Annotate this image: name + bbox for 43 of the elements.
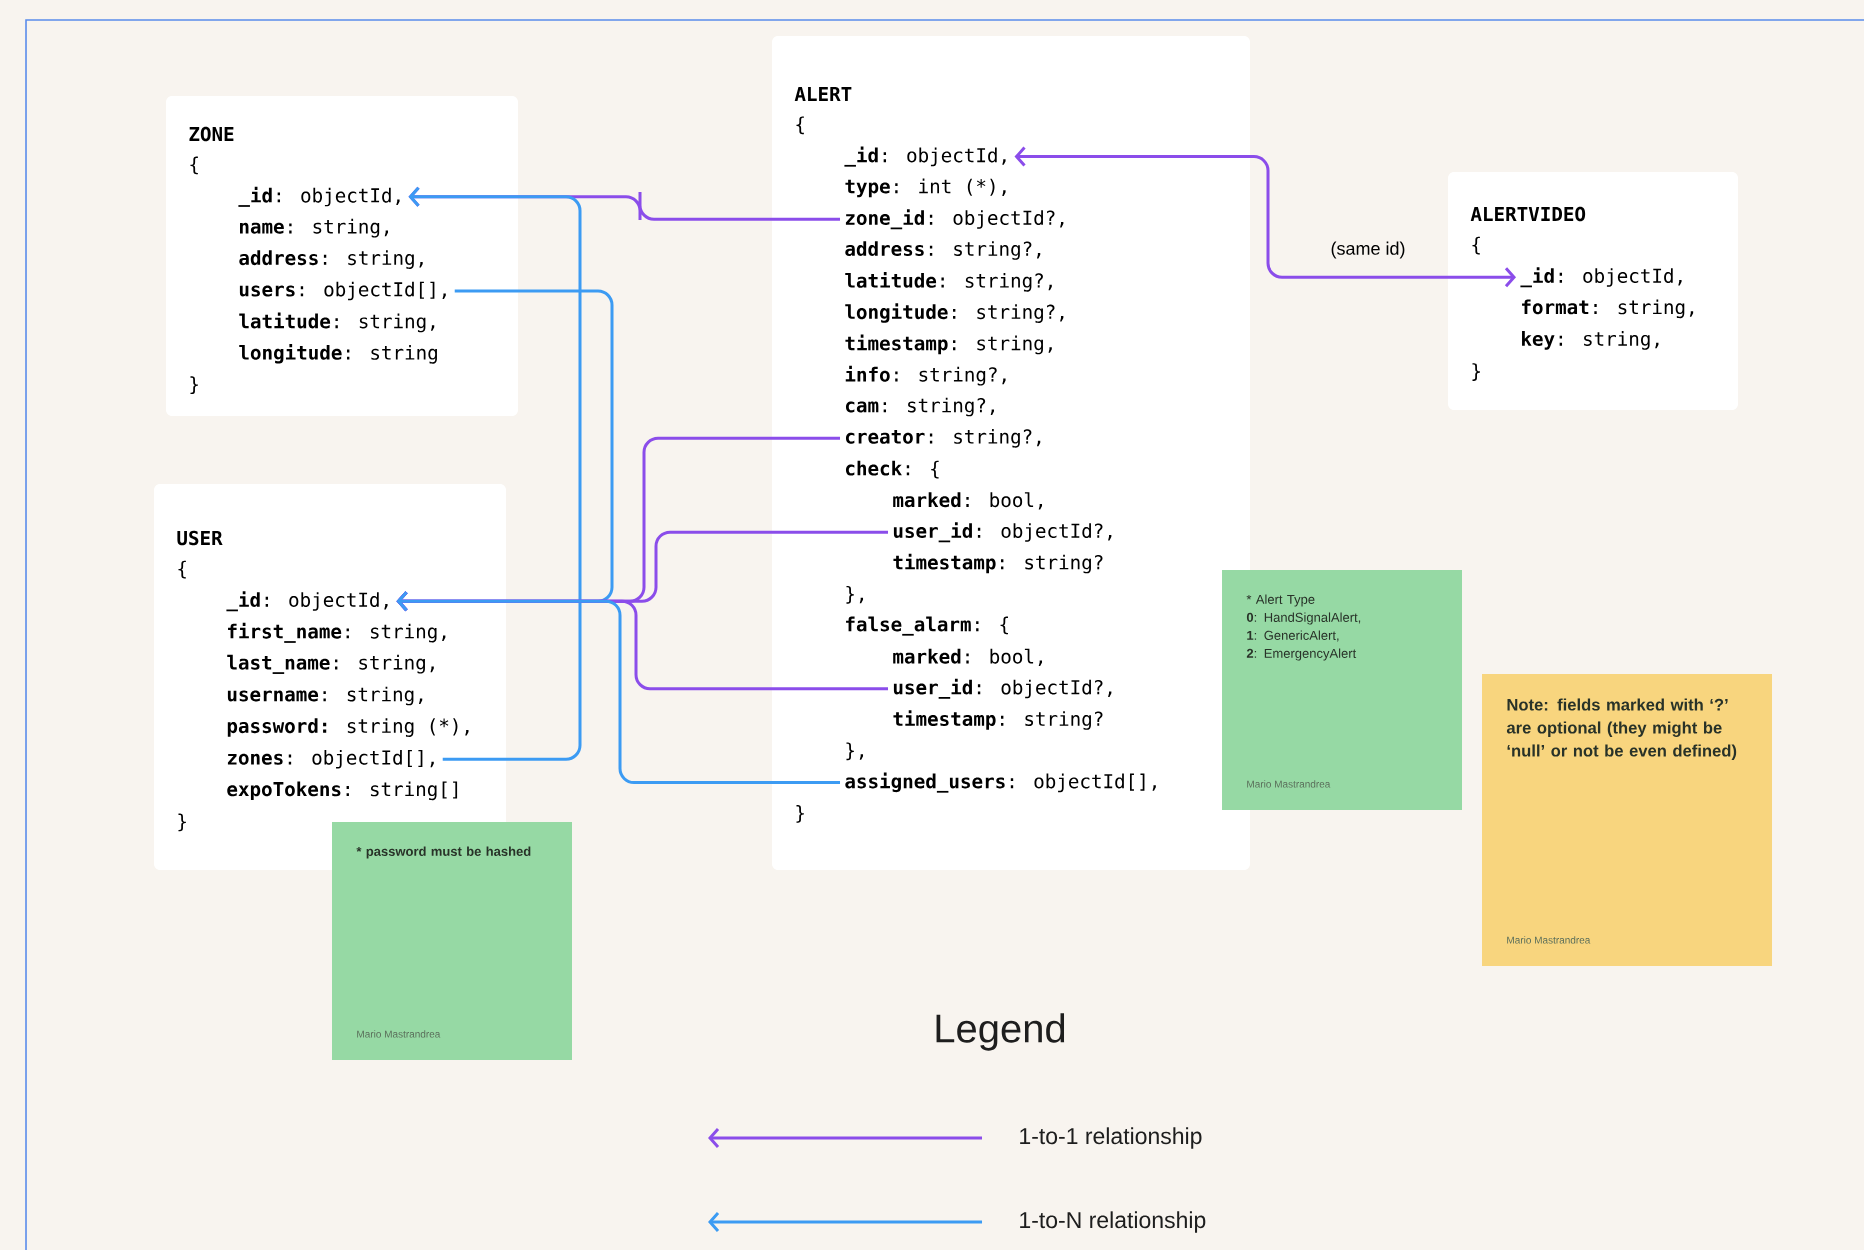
legend-label: 1-to-1 relationship: [1020, 1127, 1202, 1149]
field-row: first_name: string,: [228, 622, 446, 643]
field-row: last_name: string,: [227, 654, 434, 674]
field-row: _id: objectId,: [238, 186, 400, 207]
field-row: _id: objectId,: [844, 146, 1006, 167]
arrow: [396, 591, 840, 785]
field-row: key: string,: [1522, 331, 1659, 350]
field-row: name: string,: [240, 218, 388, 238]
field-row: },: [846, 742, 864, 761]
field-row: password: string (*),: [227, 718, 469, 737]
field-row: marked: bool,: [893, 648, 1042, 667]
legend-label: 1-to-N relationship: [1020, 1211, 1206, 1233]
arrow: [1014, 146, 1516, 288]
field-row: timestamp: string?: [893, 553, 1103, 574]
field-row: expoTokens: string[]: [227, 781, 458, 801]
field-row: user_id: objectId?,: [893, 678, 1112, 699]
arrow: [408, 186, 582, 761]
field-row: marked: bool,: [893, 492, 1042, 510]
field-row: longitude: string?,: [845, 303, 1064, 323]
field-row: longitude: string: [239, 343, 437, 364]
field-row: type: int (*),: [845, 178, 1006, 198]
field-row: assigned_users: objectId[],: [845, 772, 1156, 793]
field-row: timestamp: string,: [845, 334, 1052, 355]
field-row: latitude: string,: [239, 312, 435, 333]
legend-title: Legend: [936, 1013, 1065, 1051]
field-row: false_alarm: {: [846, 616, 1008, 636]
field-row: check: {: [846, 460, 939, 479]
field-row: },: [846, 585, 864, 604]
field-row: creator: string?,: [846, 428, 1041, 448]
field-row: zone_id: objectId?,: [845, 209, 1064, 230]
field-row: zones: objectId[],: [227, 749, 434, 769]
field-row: _id: objectId,: [226, 591, 388, 612]
field-row: latitude: string?,: [845, 271, 1052, 292]
field-row: users: objectId[],: [239, 281, 446, 301]
field-row: username: string,: [227, 686, 423, 706]
field-row: user_id: objectId?,: [893, 522, 1112, 543]
field-row: cam: string?,: [846, 397, 994, 417]
field-row: timestamp: string?: [893, 710, 1103, 730]
field-row: address: string,: [239, 250, 423, 269]
field-row: format: string,: [1522, 299, 1694, 319]
field-row: info: string?,: [845, 365, 1006, 386]
field-row: address: string?,: [845, 241, 1041, 260]
field-row: _id: objectId,: [1520, 267, 1682, 288]
